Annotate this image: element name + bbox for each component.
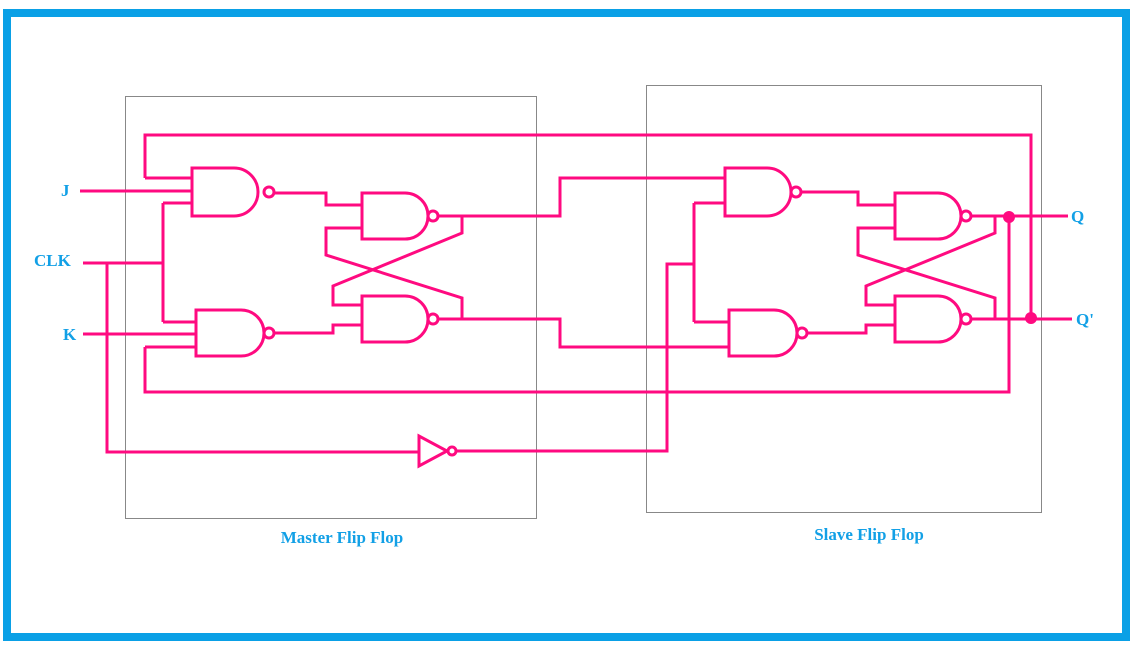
- nand-bubble: [426, 209, 440, 223]
- wire-s-g1-g3: [801, 190, 895, 207]
- slave-latch-nand-upper: [893, 191, 963, 241]
- wire-m-g1-g3: [274, 191, 362, 207]
- wire-s-cross-2: [864, 216, 997, 307]
- wire-clk-slave: [457, 201, 729, 453]
- master-block-label: Master Flip Flop: [281, 528, 403, 547]
- nand-bubble: [959, 209, 973, 223]
- nand-bubble: [959, 312, 973, 326]
- wire-m-g2-g4: [274, 323, 362, 335]
- junction-dot-qbar: [1025, 312, 1037, 324]
- input-label-k: K: [63, 325, 77, 344]
- input-label-clk: CLK: [34, 251, 72, 270]
- clock-inverter: [417, 433, 451, 469]
- input-label-j: J: [61, 181, 70, 200]
- wire-clk-master: [83, 201, 196, 324]
- wire-master-q: [438, 176, 725, 218]
- slave-latch-nand-lower: [893, 294, 963, 344]
- wire-feedback-q: [143, 217, 1011, 394]
- slave-block-box: [646, 85, 1042, 513]
- master-nand-gate-j: [190, 166, 260, 218]
- output-label-q-bar: Q': [1076, 310, 1094, 329]
- master-block-box: [125, 96, 537, 519]
- wire-m-cross-1: [324, 226, 464, 319]
- nand-bubble: [795, 326, 809, 340]
- wire-m-cross-2: [331, 216, 464, 307]
- nand-bubble: [262, 326, 276, 340]
- wire-clk-to-inverter: [105, 263, 419, 454]
- master-latch-nand-lower: [360, 294, 430, 344]
- slave-nand-gate-upper: [723, 166, 793, 218]
- inverter-bubble: [446, 445, 458, 457]
- slave-block-label: Slave Flip Flop: [814, 525, 924, 544]
- nand-bubble: [789, 185, 803, 199]
- junction-dot-q: [1003, 211, 1015, 223]
- master-latch-nand-upper: [360, 191, 430, 241]
- nand-bubble: [262, 185, 276, 199]
- wires: [80, 133, 1072, 454]
- wire-s-cross-1: [856, 226, 997, 319]
- master-nand-gate-k: [194, 308, 266, 358]
- nand-bubble: [426, 312, 440, 326]
- wire-feedback-qbar: [143, 133, 1033, 318]
- output-label-q: Q: [1071, 207, 1084, 226]
- wire-master-qbar: [438, 317, 729, 349]
- wire-s-g2-g4: [807, 323, 895, 335]
- outer-frame: [3, 9, 1130, 641]
- slave-nand-gate-lower: [727, 308, 799, 358]
